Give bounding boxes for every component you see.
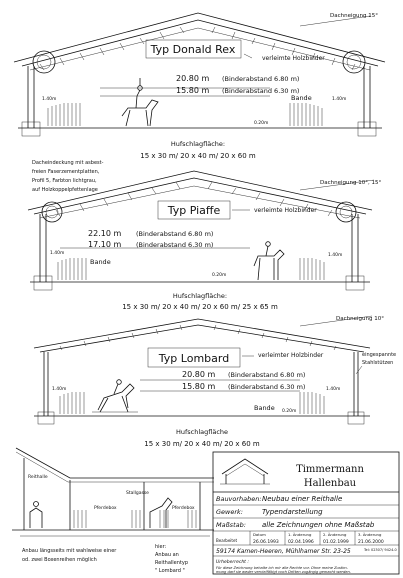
column-note-line-2: Stahlstützen [362,360,393,366]
arena-heading-1: Hufschlagfläche: [171,140,225,148]
type-label-2: Typ Piaffe [167,204,221,217]
column-note-line-1: eingespannte [362,352,396,358]
row-label-3: Maßstab: [216,521,246,529]
arena-heading-2: Hufschlagfläche: [173,292,227,300]
annex-box-right: Pferdebox [172,505,195,511]
revision-header-2: 2. Änderung [323,532,347,537]
truss-label-3: verleimter Holzbinder [258,352,324,359]
section-piaffe: Typ Piaffe verleimte Holzbinder Dachneig… [27,170,381,311]
revision-header-1: 1. Änderung [288,532,312,537]
annex-rider-figure [29,501,43,528]
dim2-value-3: 15.80 m [182,382,215,391]
bande-label-3: Bande [254,404,275,412]
annex-caption-1: Anbau längsseits mit wahlweise einer [22,548,117,554]
roof-hatch-2 [55,181,333,217]
company-name-2: Hallenbau [304,478,357,489]
revision-header-0: Datum [253,532,266,537]
dim2-value-2: 17.10 m [88,240,121,249]
roofing-line-2: freien Faserzementplatten, [32,169,100,175]
horse-rider-figure-2 [253,241,285,281]
roof-slope-3: Dachneigung 10° [336,316,384,322]
height-left-2: 1.40m [50,250,64,256]
height-left-1: 1.40m [42,96,56,102]
annex-caption2-1: hier: [155,544,167,550]
roofing-note: Dacheindeckung mit asbest- freien Faserz… [32,160,104,193]
row-value-3: alle Zeichnungen ohne Maßstab [262,521,375,529]
dim1-value-1: 20.80 m [176,74,209,83]
revision-date-2: 01.02.1999 [323,539,349,545]
row-value-2: Typendarstellung [262,508,323,516]
bande-label-1: Bande [291,94,312,102]
height-left-3: 1.40m [52,386,66,392]
copyright-line-2: mung darf sie weder vervielfältigt noch … [216,570,351,574]
section-donald-rex: Typ Donald Rex verleimte Holzbinder Dach… [13,12,386,160]
copyright-title: Urheberrecht : [216,559,249,565]
truss-label-2: verleimte Holzbinder [254,207,317,214]
arena-sizes-1: 15 x 30 m/ 20 x 40 m/ 20 x 60 m [140,152,256,160]
annex-hall-label: Reithalle [28,474,48,480]
roof-slope-1: Dachneigung 15° [330,13,378,19]
horse-jumper-figure-3 [92,379,138,413]
section-lombard: Typ Lombard verleimter Holzbinder Dachne… [33,315,396,448]
company-logo [220,458,270,485]
row-label-1: Bauvorhaben: [216,495,262,503]
company-name-1: Timmermann [296,464,364,475]
dim2-note-1: (Binderabstand 6.30 m) [222,87,299,95]
arena-heading-3: Hufschlagfläche [176,428,228,436]
row-label-2: Gewerk: [216,508,243,516]
annex-caption2-4: " Lombard " [155,568,185,574]
annex-box-hatch [73,510,197,528]
height-small-1: 0.20m [254,120,268,126]
height-right-3: 1.40m [326,386,340,392]
annex-caption2-3: Reithallentyp [155,560,188,566]
roof-hatch-3 [59,324,337,351]
dim1-value-3: 20.80 m [182,370,215,379]
dim1-note-1: (Binderabstand 6.80 m) [222,75,299,83]
annex-horse-figure [149,497,173,528]
annex-box-mid: Stallgasse [126,490,149,496]
bande-hatch-2 [57,258,325,280]
revision-header-3: 3. Änderung [358,532,382,537]
height-right-1: 1.40m [332,96,346,102]
dim1-note-3: (Binderabstand 6.80 m) [228,371,305,379]
company-address: 59174 Kamen-Heeren, Mühlhamer Str. 23-25 [216,548,351,555]
arena-sizes-3: 15 x 30 m/ 20 x 40 m/ 20 x 60 m [144,440,260,448]
arena-sizes-2: 15 x 30 m/ 20 x 40 m/ 20 x 60 m/ 25 x 65… [122,303,278,311]
type-label-1: Typ Donald Rex [150,43,236,56]
roofing-line-1: Dacheindeckung mit asbest- [32,160,104,166]
roofing-line-3: Profil 5, Farbton lichtgrau, [32,178,97,184]
revision-date-1: 02.04.1996 [288,539,314,545]
height-right-2: 1.40m [328,252,342,258]
truss-label-1: verleimte Holzbinder [262,55,325,62]
title-block: Timmermann Hallenbau Bauvorhaben: Neubau… [212,451,400,575]
roofing-line-4: auf Holzkoppelpfettenlage [32,187,98,193]
height-small-3: 0.20m [282,408,296,414]
annex-section: Pferdebox Stallgasse Pferdebox Reithalle… [12,447,214,574]
annex-caption-2: od. zwei Boxenreihen möglich [22,557,97,563]
dim2-note-2: (Binderabstand 6.30 m) [136,241,213,249]
revision-date-3: 21.06.2000 [358,539,384,545]
bande-label-2: Bande [90,258,111,266]
company-phone: Tel: 02307/ 9424-0 [363,548,397,552]
dim2-value-1: 15.80 m [176,86,209,95]
revision-row-label: Bearbeitet [216,538,237,543]
dim1-value-2: 22.10 m [88,229,121,238]
height-small-2: 0.20m [212,272,226,278]
type-label-3: Typ Lombard [158,352,229,365]
bande-hatch-1 [47,103,323,126]
dim1-note-2: (Binderabstand 6.80 m) [136,230,213,238]
annex-box-left: Pferdebox [94,505,117,511]
bande-hatch-3 [59,392,325,414]
dim2-note-3: (Binderabstand 6.30 m) [228,383,305,391]
revision-date-0: 26.06.1993 [253,539,279,545]
copyright-line-1: Für diese Zeichnung behalte ich mir alle… [216,566,349,570]
annex-caption2-2: Anbau an [155,552,179,558]
row-value-1: Neubau einer Reithalle [262,495,342,503]
